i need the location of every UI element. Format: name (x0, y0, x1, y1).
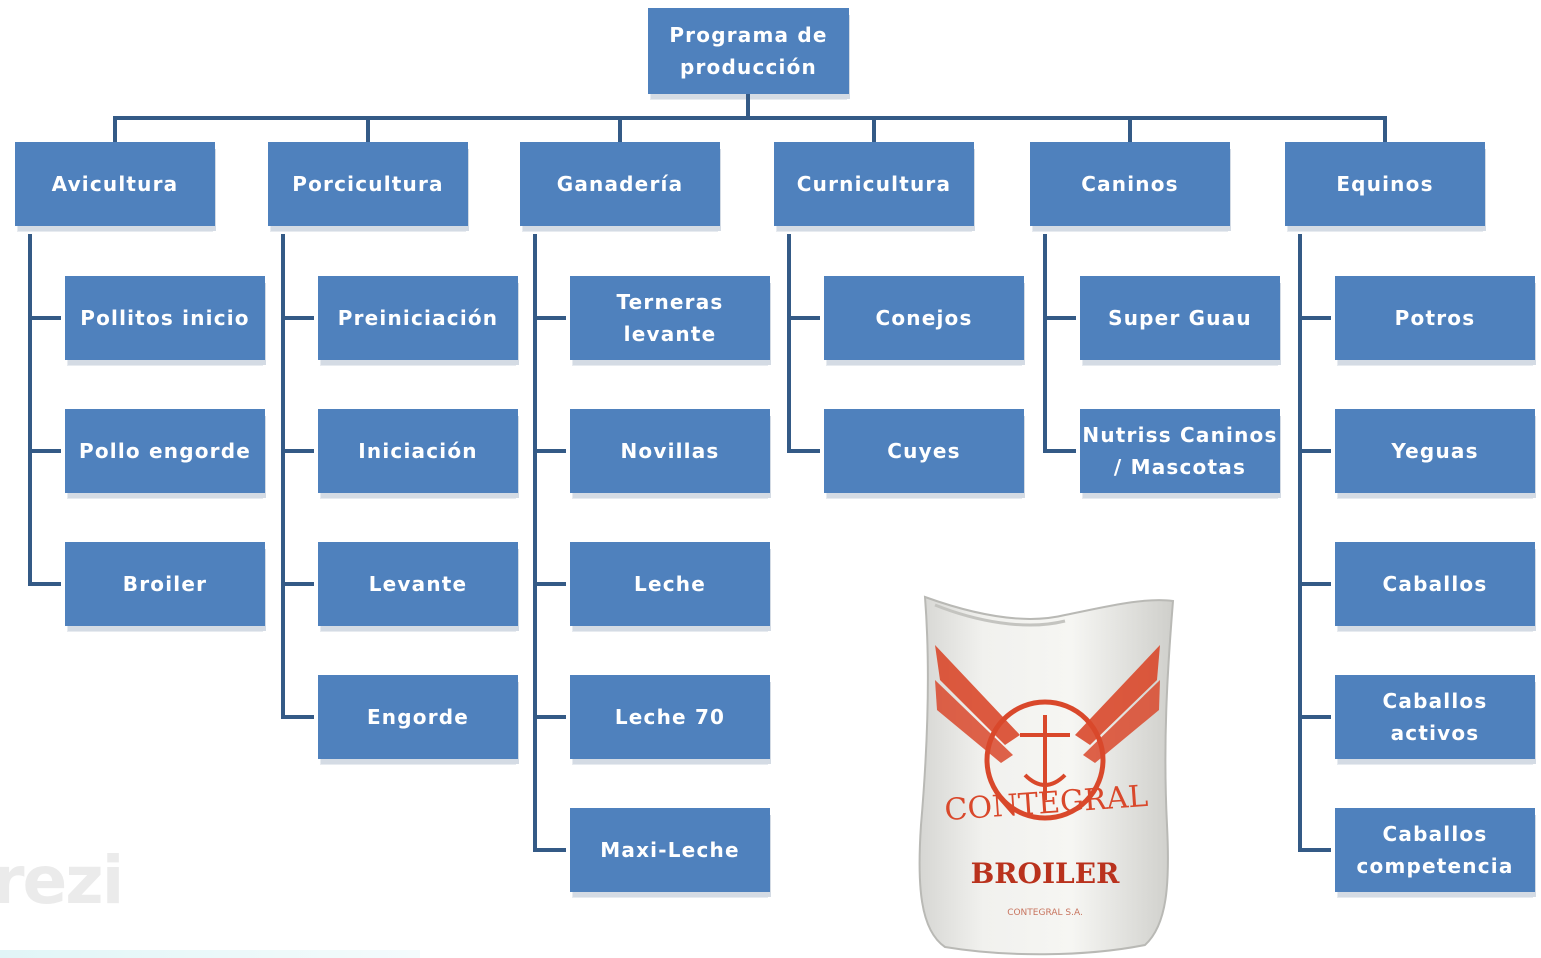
item-equinos-2: Caballos (1335, 542, 1535, 626)
item-curnicultura-1: Cuyes (824, 409, 1024, 493)
item-porcicultura-0: Preiniciación (318, 276, 518, 360)
category-caninos: Caninos (1030, 142, 1230, 226)
root-connector (746, 94, 750, 120)
category-equinos: Equinos (1285, 142, 1485, 226)
item-ganaderia-0: Terneras levante (570, 276, 770, 360)
item-caninos-1: Nutriss Caninos / Mascotas (1080, 409, 1280, 493)
category-ganaderia: Ganadería (520, 142, 720, 226)
category-bus (113, 116, 1387, 120)
item-porcicultura-1: Iniciación (318, 409, 518, 493)
bag-company: CONTEGRAL S.A. (1007, 908, 1083, 918)
bottom-strip (0, 950, 420, 958)
item-equinos-1: Yeguas (1335, 409, 1535, 493)
branch-avicultura-0 (30, 316, 61, 320)
branch-ganaderia-4 (535, 848, 566, 852)
item-curnicultura-0: Conejos (824, 276, 1024, 360)
item-porcicultura-2: Levante (318, 542, 518, 626)
branch-ganaderia-0 (535, 316, 566, 320)
spine-equinos (1298, 234, 1302, 852)
branch-porcicultura-1 (283, 449, 314, 453)
branch-ganaderia-1 (535, 449, 566, 453)
spine-curnicultura (787, 234, 791, 453)
branch-equinos-2 (1300, 582, 1331, 586)
branch-caninos-1 (1045, 449, 1076, 453)
category-avicultura: Avicultura (15, 142, 215, 226)
branch-equinos-3 (1300, 715, 1331, 719)
category-drop-avicultura (113, 118, 117, 142)
category-drop-curnicultura (872, 118, 876, 142)
spine-porcicultura (281, 234, 285, 719)
item-ganaderia-2: Leche (570, 542, 770, 626)
item-avicultura-1: Pollo engorde (65, 409, 265, 493)
category-drop-caninos (1128, 118, 1132, 142)
branch-porcicultura-3 (283, 715, 314, 719)
branch-caninos-0 (1045, 316, 1076, 320)
item-ganaderia-3: Leche 70 (570, 675, 770, 759)
item-avicultura-0: Pollitos inicio (65, 276, 265, 360)
branch-porcicultura-0 (283, 316, 314, 320)
item-equinos-4: Caballos competencia (1335, 808, 1535, 892)
spine-ganaderia (533, 234, 537, 852)
branch-ganaderia-3 (535, 715, 566, 719)
branch-curnicultura-0 (789, 316, 820, 320)
branch-equinos-0 (1300, 316, 1331, 320)
branch-avicultura-1 (30, 449, 61, 453)
item-ganaderia-4: Maxi-Leche (570, 808, 770, 892)
spine-avicultura (28, 234, 32, 586)
category-curnicultura: Curnicultura (774, 142, 974, 226)
category-drop-porcicultura (366, 118, 370, 142)
category-drop-ganaderia (618, 118, 622, 142)
spine-caninos (1043, 234, 1047, 453)
branch-curnicultura-1 (789, 449, 820, 453)
item-porcicultura-3: Engorde (318, 675, 518, 759)
item-caninos-0: Super Guau (1080, 276, 1280, 360)
branch-ganaderia-2 (535, 582, 566, 586)
feed-bag-image: CONTEGRAL BROILER CONTEGRAL S.A. (918, 595, 1175, 956)
item-ganaderia-1: Novillas (570, 409, 770, 493)
branch-porcicultura-2 (283, 582, 314, 586)
item-equinos-3: Caballos activos (1335, 675, 1535, 759)
root-node: Programa de producción (648, 8, 849, 94)
branch-equinos-4 (1300, 848, 1331, 852)
branch-equinos-1 (1300, 449, 1331, 453)
watermark: rezi (0, 842, 124, 919)
item-equinos-0: Potros (1335, 276, 1535, 360)
item-avicultura-2: Broiler (65, 542, 265, 626)
category-porcicultura: Porcicultura (268, 142, 468, 226)
branch-avicultura-2 (30, 582, 61, 586)
bag-product: BROILER (971, 857, 1120, 890)
category-drop-equinos (1383, 118, 1387, 142)
